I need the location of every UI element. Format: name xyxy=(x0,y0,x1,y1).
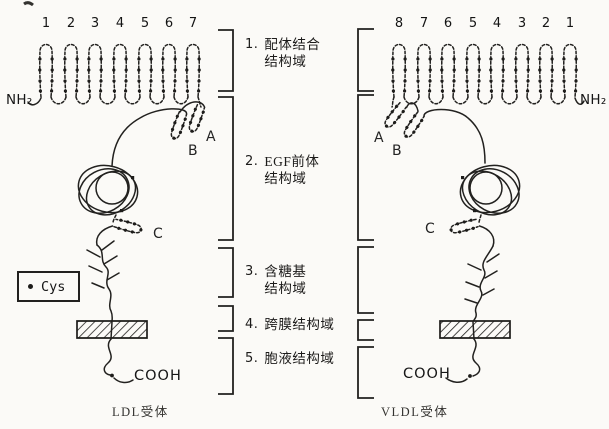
domain-label-sugar: 3. 含糖基结构域 xyxy=(245,264,307,296)
vldl-nh2-label: NH₂ xyxy=(580,92,607,108)
ldl-receptor-drawing xyxy=(28,43,208,383)
ldl-sugar-domain xyxy=(87,241,119,322)
vldl-egf-c-label: C xyxy=(425,221,435,237)
vldl-sugar-domain xyxy=(465,246,499,322)
bracket-right-domain-2 xyxy=(358,95,374,240)
ldl-nh2-label: NH₂ xyxy=(6,92,33,108)
vldl-propeller-ball xyxy=(454,159,526,224)
bracket-left-domain-4 xyxy=(218,306,233,331)
bracket-right-domain-3 xyxy=(358,247,374,313)
ldl-repeat-number-3: 3 xyxy=(90,16,100,31)
domain-index-1: 1. xyxy=(245,37,259,52)
domain-index-5: 5. xyxy=(245,351,259,366)
bracket-right-domain-5 xyxy=(358,347,374,398)
vldl-egf-repeats-ab xyxy=(380,97,485,163)
vldl-repeat-number-1: 1 xyxy=(565,16,575,31)
ldl-ligand-binding-loops xyxy=(28,43,202,105)
vldl-transmembrane-bar xyxy=(440,321,510,338)
domain-brackets-left-column xyxy=(218,30,233,394)
vldl-cytoplasmic-tail xyxy=(446,322,480,382)
vldl-repeat-number-7: 7 xyxy=(419,16,429,31)
ldl-cytoplasmic-tail xyxy=(104,322,133,382)
domain-index-2: 2. xyxy=(245,154,259,169)
bracket-right-domain-4 xyxy=(358,320,374,340)
cys-marker-icon xyxy=(28,284,33,289)
ldl-repeat-number-6: 6 xyxy=(164,16,174,31)
vldl-repeat-number-2: 2 xyxy=(541,16,551,31)
ldl-repeat-number-5: 5 xyxy=(140,16,150,31)
vldl-egf-a-label: A xyxy=(374,130,384,146)
bracket-left-domain-2 xyxy=(218,97,233,240)
cys-legend-label: Cys xyxy=(41,278,66,295)
domain-index-3: 3. xyxy=(245,264,259,279)
ldl-propeller-ball xyxy=(71,159,143,224)
domain-label-cytoplasmic: 5. 胞液结构域 xyxy=(245,351,335,366)
ldl-egf-b-label: B xyxy=(188,143,198,159)
ldl-egf-c-label: C xyxy=(153,226,163,242)
ldl-receptor-caption: LDL受体 xyxy=(112,405,169,419)
ldl-repeat-number-7: 7 xyxy=(188,16,198,31)
vldl-egf-repeat-c xyxy=(447,215,494,246)
scan-artifact xyxy=(24,3,33,5)
ldl-repeat-number-2: 2 xyxy=(66,16,76,31)
vldl-receptor-drawing xyxy=(380,43,584,383)
vldl-cooh-label: COOH xyxy=(403,366,451,382)
domain-brackets-right-column xyxy=(358,29,374,398)
vldl-repeat-number-6: 6 xyxy=(443,16,453,31)
vldl-repeat-number-5: 5 xyxy=(468,16,478,31)
domain-label-transmembrane: 4. 跨膜结构域 xyxy=(245,317,335,332)
vldl-repeat-number-8: 8 xyxy=(394,16,404,31)
vldl-ligand-binding-loops xyxy=(390,43,584,105)
ldl-repeat-number-1: 1 xyxy=(41,16,51,31)
ldl-egf-repeats-ab xyxy=(112,97,208,166)
domain-index-4: 4. xyxy=(245,317,259,332)
vldl-receptor-caption: VLDL受体 xyxy=(381,405,449,419)
cys-legend-box: Cys xyxy=(17,271,80,302)
domain-label-ligand-binding: 1. 配体结合结构域 xyxy=(245,37,321,69)
ldl-repeat-number-4: 4 xyxy=(115,16,125,31)
bracket-left-domain-3 xyxy=(218,248,233,297)
vldl-egf-b-label: B xyxy=(392,143,402,159)
bracket-right-domain-1 xyxy=(358,29,374,91)
vldl-repeat-number-4: 4 xyxy=(492,16,502,31)
bracket-left-domain-5 xyxy=(218,338,233,394)
vldl-repeat-number-3: 3 xyxy=(517,16,527,31)
ldl-cooh-label: COOH xyxy=(134,368,182,384)
bracket-left-domain-1 xyxy=(218,30,233,91)
domain-label-egf-precursor: 2. EGF前体结构域 xyxy=(245,154,320,186)
ldl-egf-repeat-c xyxy=(97,215,145,245)
ldl-egf-a-label: A xyxy=(206,129,216,145)
